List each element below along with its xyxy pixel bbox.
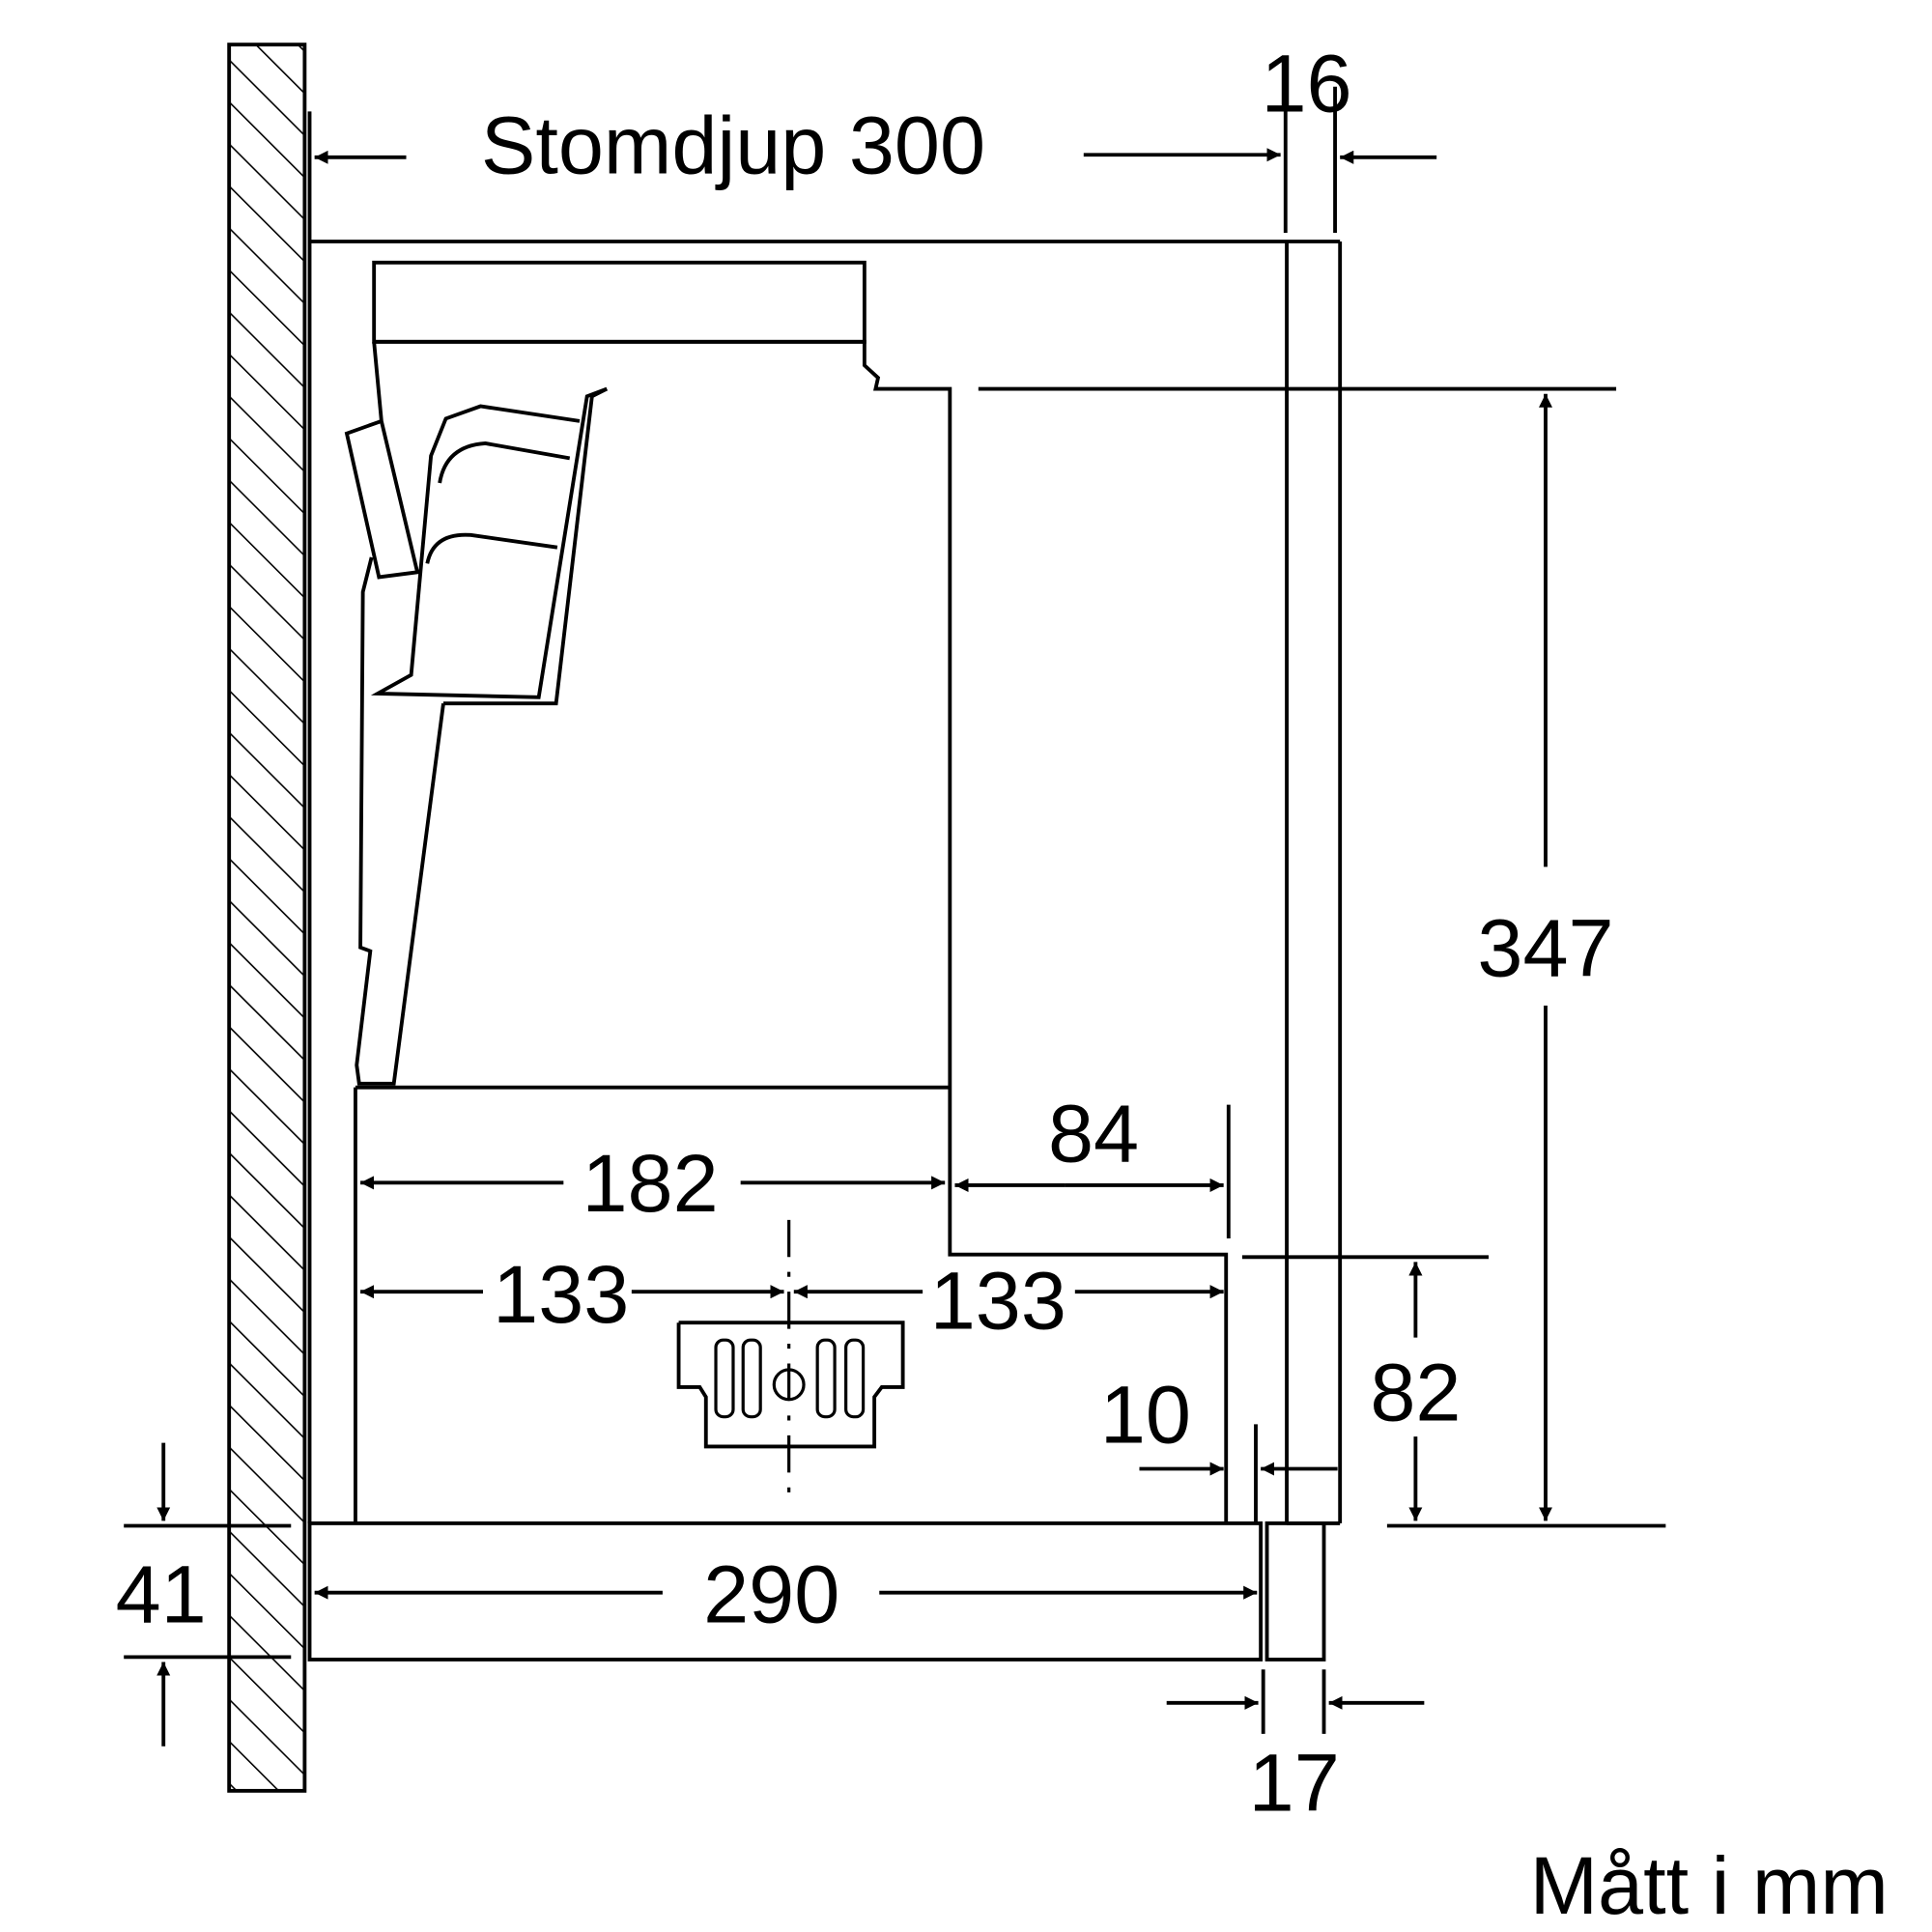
dim-41: 41 — [116, 1548, 207, 1639]
cabinet-outline — [307, 111, 1343, 1525]
dim-290: 290 — [703, 1548, 839, 1639]
wall-hatched — [227, 43, 307, 1793]
dim-16: 16 — [1262, 37, 1352, 128]
dim-84: 84 — [1048, 1088, 1139, 1179]
units-note: Mått i mm — [1530, 1839, 1889, 1931]
dim-17: 17 — [1249, 1736, 1340, 1828]
depth-title: Stomdjup 300 — [481, 99, 985, 190]
hood-body — [307, 260, 1326, 1662]
dim-82: 82 — [1370, 1347, 1461, 1438]
duct-connector — [676, 1219, 905, 1505]
dim-347: 347 — [1477, 901, 1613, 993]
dim-182: 182 — [582, 1137, 718, 1229]
dimension-lines — [124, 86, 1666, 1747]
dim-10: 10 — [1100, 1369, 1191, 1461]
dim-133-right: 133 — [930, 1255, 1066, 1347]
dim-133-left: 133 — [493, 1248, 629, 1340]
